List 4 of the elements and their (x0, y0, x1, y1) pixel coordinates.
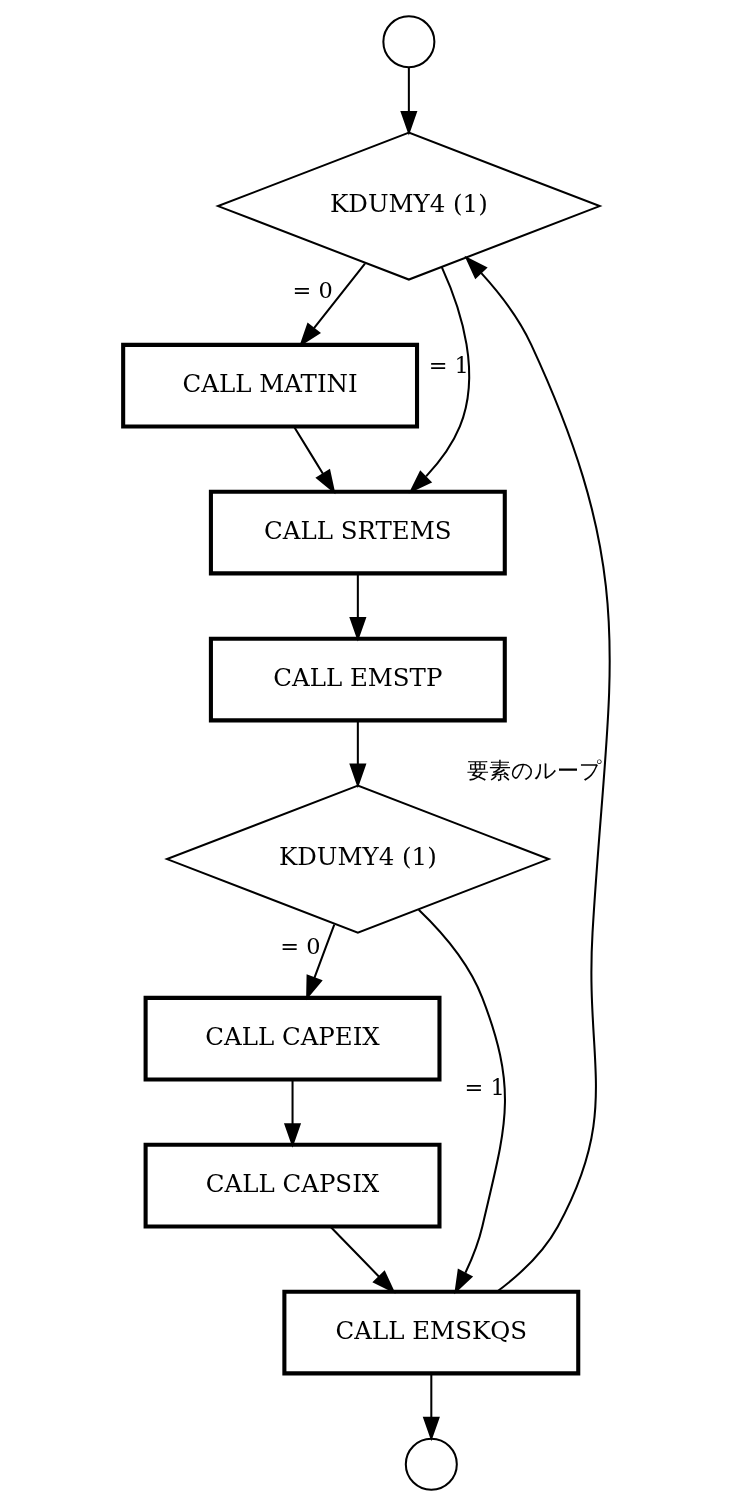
edge-label: = 0 (279, 933, 320, 960)
edge-label: = 1 (463, 1073, 505, 1100)
edge-label: 要素のループ (466, 757, 602, 784)
edge-label: = 1 (428, 351, 469, 378)
